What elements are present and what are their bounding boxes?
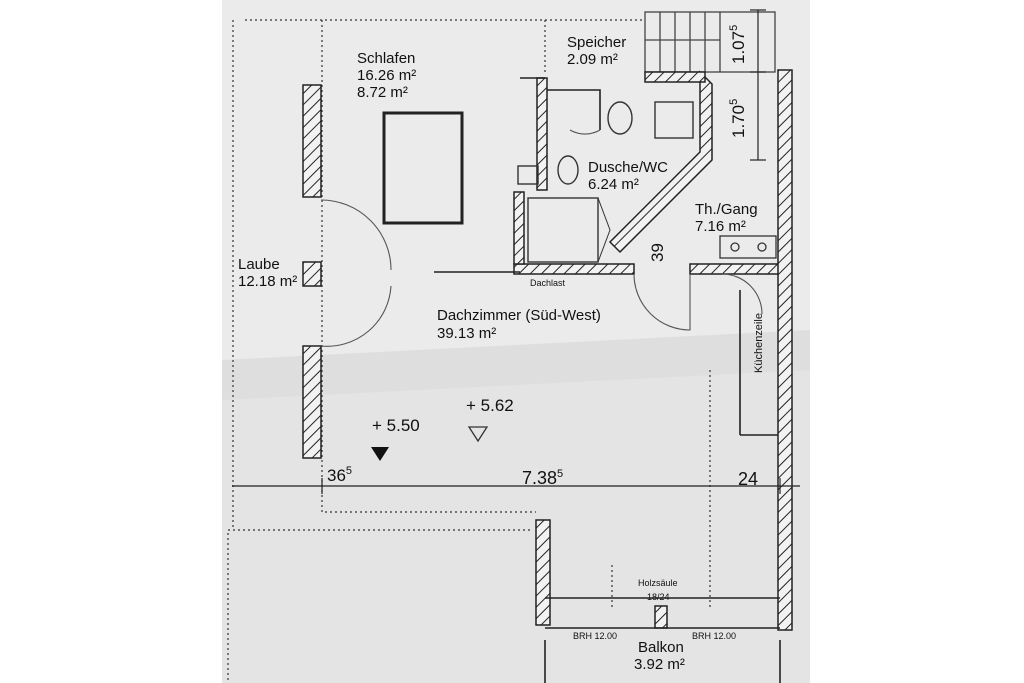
- wall-column: [654, 605, 668, 629]
- door-arcs: [320, 129, 763, 347]
- balkon-label: Balkon: [638, 639, 684, 656]
- bath-fixtures: [517, 101, 694, 263]
- wall-bath-top: [644, 71, 706, 83]
- paper-shadow-band: [222, 330, 810, 400]
- brh-right-label: BRH 12.00: [692, 631, 736, 641]
- brh-left-label: BRH 12.00: [573, 631, 617, 641]
- speicher-label: Speicher: [567, 34, 626, 51]
- speicher-area: 2.09 m²: [567, 51, 618, 68]
- wall-balkon-left: [535, 519, 551, 626]
- gang-label: Th./Gang: [695, 201, 758, 218]
- staircase: [644, 11, 776, 73]
- laube-area: 12.18 m²: [238, 273, 297, 290]
- dimension-36: 365: [327, 465, 352, 485]
- dimension-107: 1.075: [728, 25, 748, 64]
- dimension-170-sup: 5: [728, 99, 740, 105]
- dimension-36-sup: 5: [346, 465, 352, 477]
- wall-bath-bottom: [513, 263, 635, 275]
- dimension-738: 7.385: [522, 468, 563, 488]
- wall-left-middle: [302, 261, 322, 287]
- gang-area: 7.16 m²: [695, 218, 746, 235]
- schlafen-area-2: 8.72 m²: [357, 84, 408, 101]
- toilet: [607, 101, 633, 135]
- dimension-lines: [232, 9, 800, 494]
- dachlast-label: Dachlast: [530, 278, 566, 288]
- door-arc-laube-top: [320, 199, 392, 271]
- bed: [382, 111, 464, 225]
- level-b-text: + 5.50: [372, 416, 420, 435]
- dusche-label: Dusche/WC: [588, 159, 668, 176]
- dimension-170: 1.705: [728, 99, 748, 138]
- dimension-39: 39: [648, 243, 667, 262]
- level-a-text: + 5.62: [466, 396, 514, 415]
- shower-corner: [527, 197, 611, 263]
- dimension-107-main: 1.07: [729, 31, 748, 64]
- wall-right-outer: [777, 69, 793, 631]
- laube-label: Laube: [238, 256, 280, 273]
- dimension-107-sup: 5: [728, 25, 740, 31]
- wall-bath-diagonal: [608, 70, 713, 254]
- kuechenzeile-label: Küchenzeile: [753, 313, 765, 373]
- holzsaeule-label: Holzsäule: [638, 578, 678, 588]
- dimension-24: 24: [738, 469, 758, 489]
- wall-left-upper: [302, 84, 322, 198]
- gang-sink: [719, 235, 777, 259]
- walls: [302, 69, 793, 631]
- door-arc-bath: [569, 129, 601, 135]
- schlafen-label: Schlafen: [357, 50, 415, 67]
- wall-left-lower: [302, 345, 322, 459]
- dusche-area: 6.24 m²: [588, 176, 639, 193]
- small-fixture: [517, 165, 539, 185]
- schlafen-area-1: 16.26 m²: [357, 67, 416, 84]
- dimension-738-main: 7.38: [522, 468, 557, 488]
- level-marker-filled: [371, 447, 389, 461]
- dachzimmer-label: Dachzimmer (Süd-West): [437, 307, 601, 324]
- door-arc-gang: [633, 273, 691, 331]
- dimension-170-main: 1.70: [729, 105, 748, 138]
- sink-bath: [557, 155, 579, 185]
- dachzimmer-area: 39.13 m²: [437, 325, 496, 342]
- balkon-area: 3.92 m²: [634, 656, 685, 673]
- interior-lines: [434, 77, 781, 683]
- level-marker-outline: [467, 426, 489, 443]
- wall-gang-right: [689, 263, 781, 275]
- door-arc-kitchen: [721, 273, 763, 315]
- door-arc-laube-bottom: [320, 285, 392, 347]
- holzsaeule-size: 18/24: [647, 592, 670, 602]
- dotted-boundaries: [227, 19, 711, 683]
- washbasin: [654, 101, 694, 139]
- wall-bath-small: [513, 191, 525, 265]
- dimension-738-sup: 5: [557, 468, 563, 480]
- dimension-36-main: 36: [327, 466, 346, 485]
